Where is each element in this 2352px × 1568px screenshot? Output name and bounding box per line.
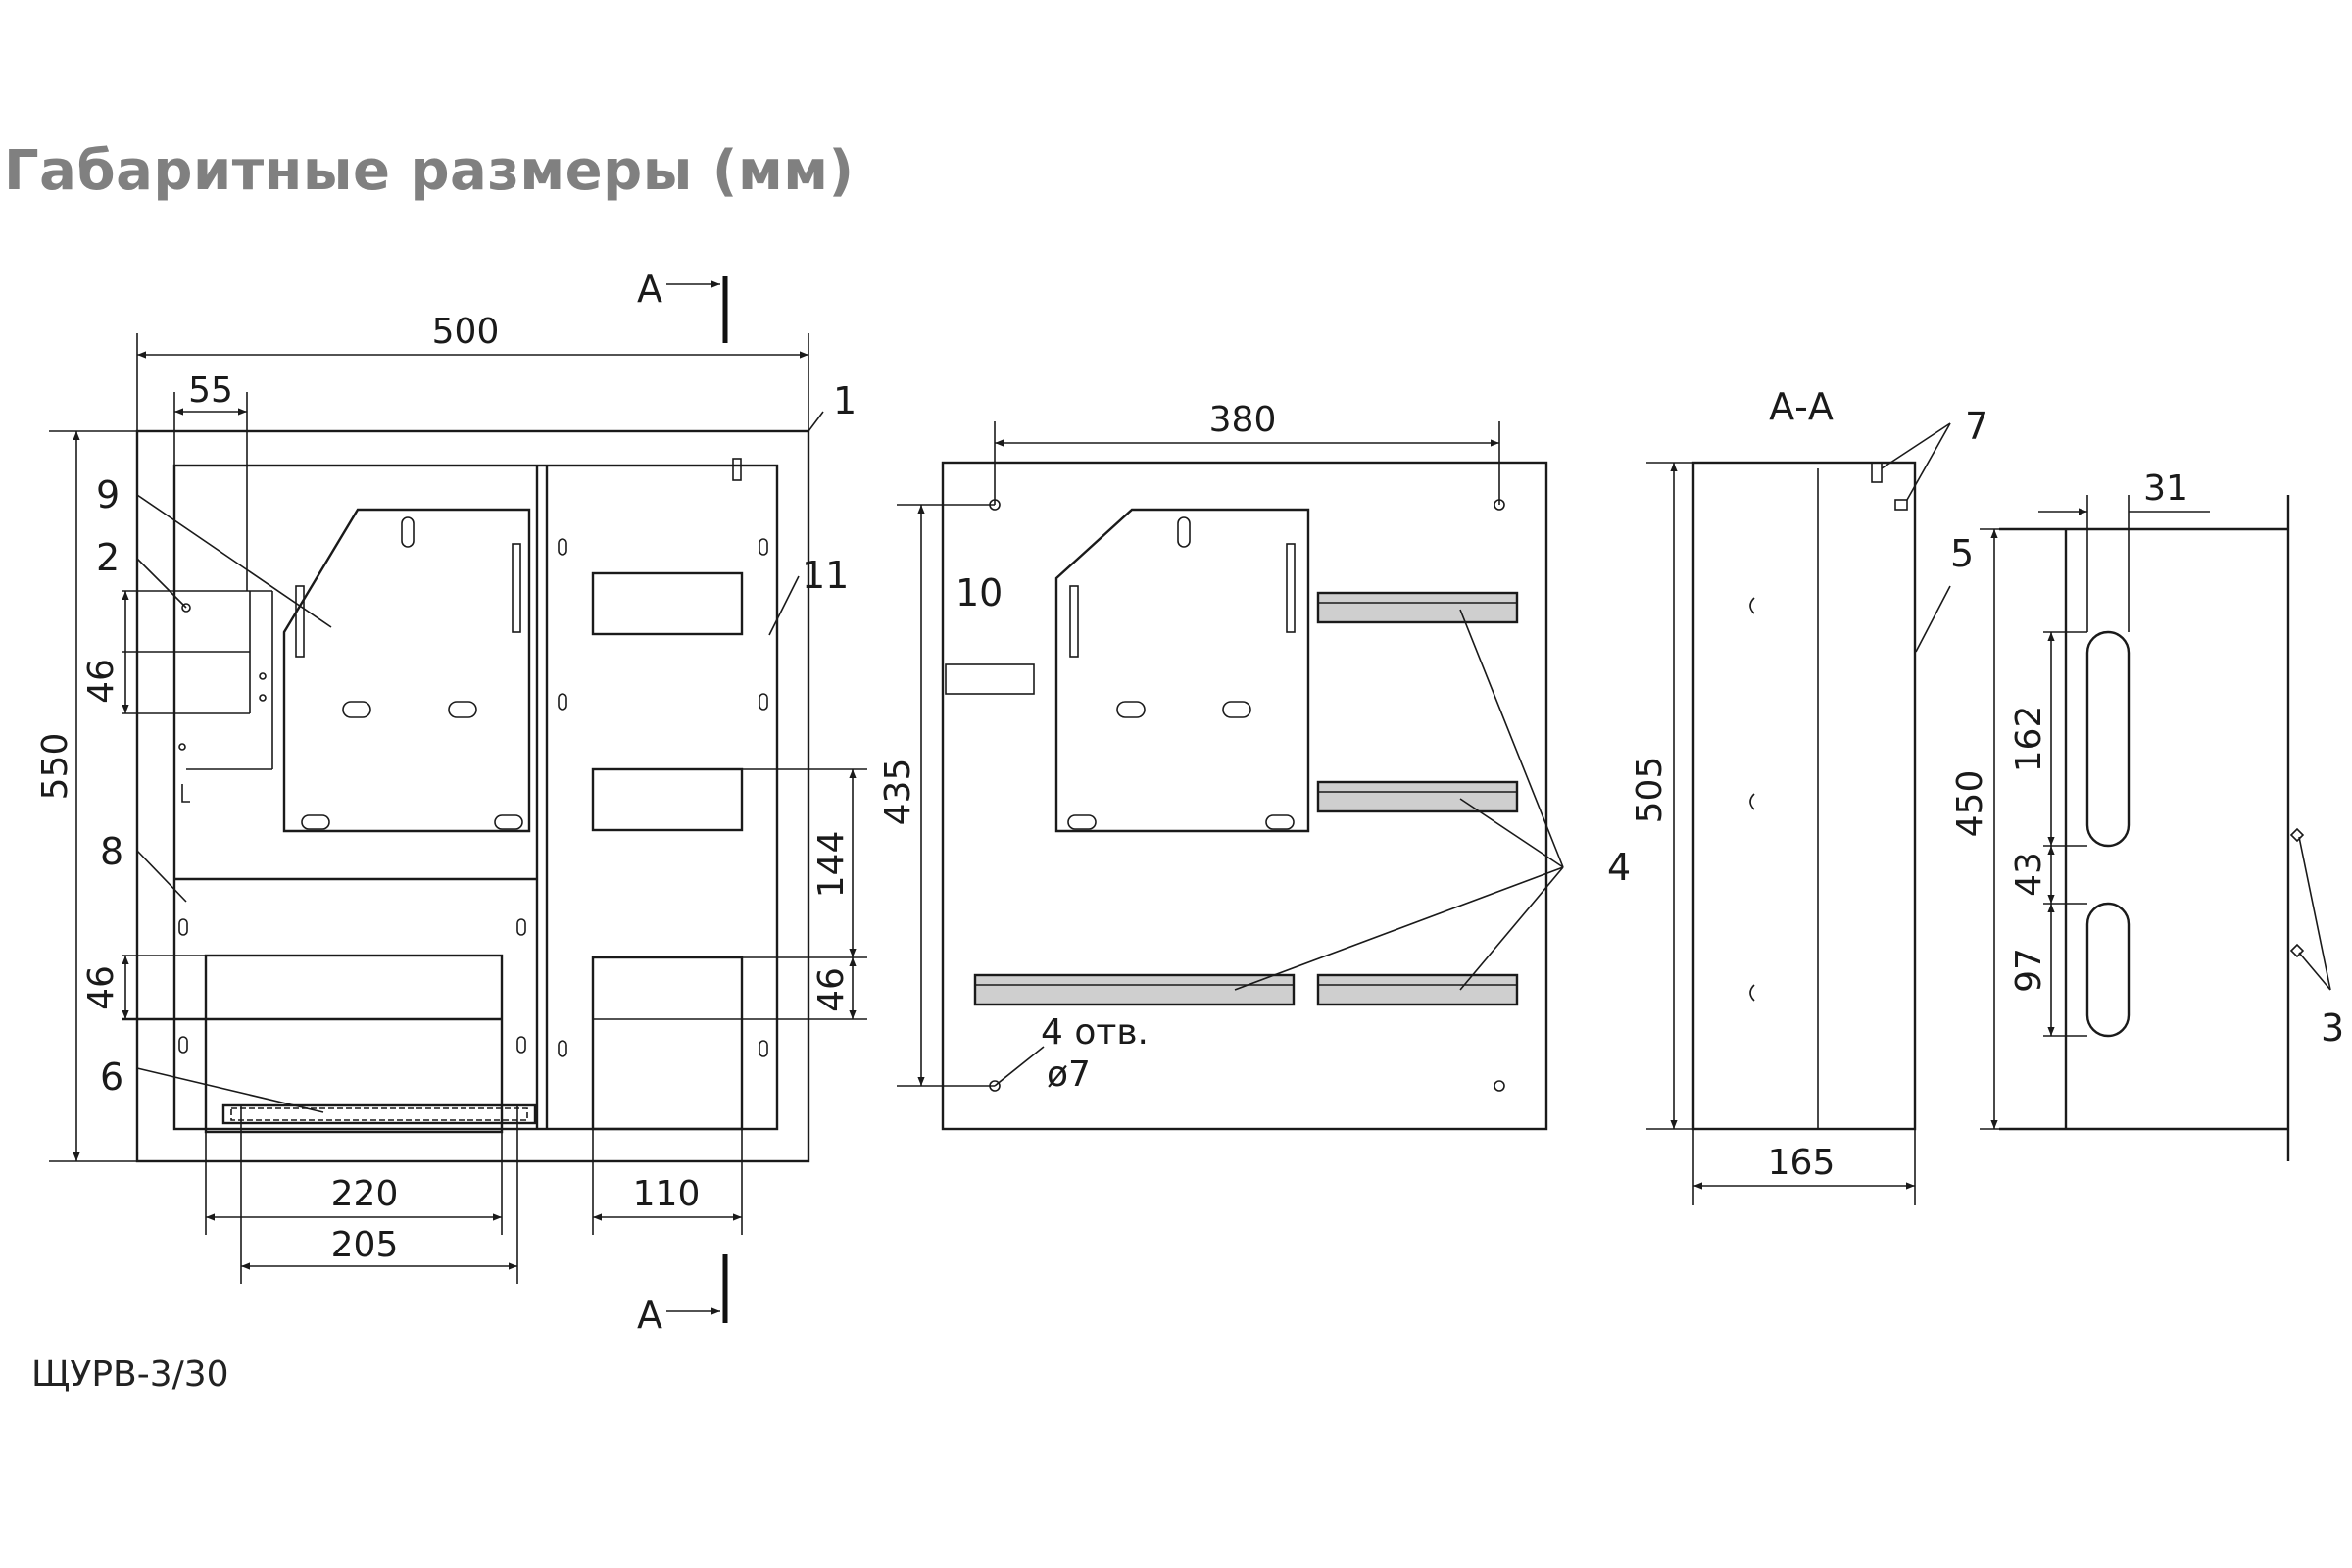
rear-meter-plate bbox=[1054, 508, 1310, 833]
terminal-block bbox=[221, 1103, 537, 1125]
dim-550: 550 bbox=[35, 733, 75, 801]
model-caption: ЩУРВ-3/30 bbox=[31, 1354, 229, 1395]
dim-hole-diameter: ø7 bbox=[1047, 1054, 1091, 1095]
din-rail-1 bbox=[1316, 591, 1519, 624]
callout-1: 1 bbox=[833, 379, 857, 422]
back-dimensions: 380 435 4 отв. ø7 bbox=[878, 400, 1500, 1095]
side-view bbox=[1999, 495, 2305, 1161]
dim-380: 380 bbox=[1209, 400, 1277, 440]
callout-2: 2 bbox=[96, 536, 120, 579]
callout-7: 7 bbox=[1965, 405, 1988, 448]
front-inner-frame bbox=[172, 464, 779, 1131]
dim-46-left-bottom: 46 bbox=[81, 965, 122, 1010]
side-callouts: 3 bbox=[2298, 836, 2344, 1050]
callout-5: 5 bbox=[1950, 532, 1974, 575]
section-title: А-А bbox=[1769, 385, 1834, 428]
din-rail-3 bbox=[973, 973, 1296, 1006]
back-callouts: 10 4 bbox=[956, 571, 1631, 991]
dim-450: 450 bbox=[1950, 770, 1990, 838]
back-panel-outline bbox=[941, 461, 1548, 1131]
callout-3: 3 bbox=[2321, 1006, 2344, 1050]
dim-162: 162 bbox=[2009, 706, 2049, 773]
callout-10: 10 bbox=[956, 571, 1003, 614]
meter-mounting-plate bbox=[282, 508, 531, 833]
dim-55: 55 bbox=[188, 370, 233, 411]
callout-4: 4 bbox=[1607, 846, 1631, 889]
dim-97: 97 bbox=[2009, 948, 2049, 993]
section-view: А-А bbox=[1691, 385, 1917, 1131]
section-outline bbox=[1691, 461, 1917, 1131]
callout-9: 9 bbox=[96, 473, 120, 516]
section-callouts: 7 5 bbox=[1881, 405, 1988, 653]
side-dimensions: 31 450 162 43 97 bbox=[1950, 468, 2210, 1130]
front-view bbox=[122, 429, 810, 1163]
dim-165: 165 bbox=[1768, 1143, 1836, 1183]
callout-6: 6 bbox=[100, 1055, 123, 1099]
section-dimensions: 505 165 bbox=[1630, 462, 1916, 1205]
front-callouts: 1 2 9 8 6 11 bbox=[96, 379, 857, 1113]
dim-435: 435 bbox=[878, 759, 918, 826]
knockout-slot-top bbox=[2085, 630, 2131, 848]
knockout-slot-bottom bbox=[2085, 902, 2131, 1038]
dim-46-top: 46 bbox=[81, 659, 122, 704]
section-marker-top: А bbox=[637, 268, 662, 311]
back-panel-view bbox=[941, 461, 1548, 1131]
dim-144: 144 bbox=[811, 831, 852, 899]
dim-505: 505 bbox=[1630, 757, 1670, 824]
page-title: Габаритные размеры (мм) bbox=[4, 139, 855, 203]
dim-220: 220 bbox=[331, 1174, 399, 1214]
front-outer-frame bbox=[135, 429, 810, 1163]
din-rail-2 bbox=[1316, 780, 1519, 813]
dim-205: 205 bbox=[331, 1225, 399, 1265]
front-dimensions: 500 55 550 46 46 144 46 220 205 110 bbox=[35, 312, 867, 1284]
dim-46-right-bottom: 46 bbox=[811, 967, 852, 1012]
clamp-10 bbox=[945, 663, 1035, 695]
callout-8: 8 bbox=[100, 830, 123, 873]
callout-11: 11 bbox=[802, 554, 849, 597]
din-rail-4 bbox=[1316, 973, 1519, 1006]
dim-holes-count: 4 отв. bbox=[1041, 1012, 1149, 1053]
dim-500: 500 bbox=[432, 312, 500, 352]
section-marker-bottom: А bbox=[637, 1294, 662, 1337]
dim-31: 31 bbox=[2143, 468, 2188, 509]
dim-43: 43 bbox=[2009, 852, 2049, 897]
dim-110: 110 bbox=[633, 1174, 701, 1214]
section-markers: А А bbox=[637, 268, 728, 1337]
